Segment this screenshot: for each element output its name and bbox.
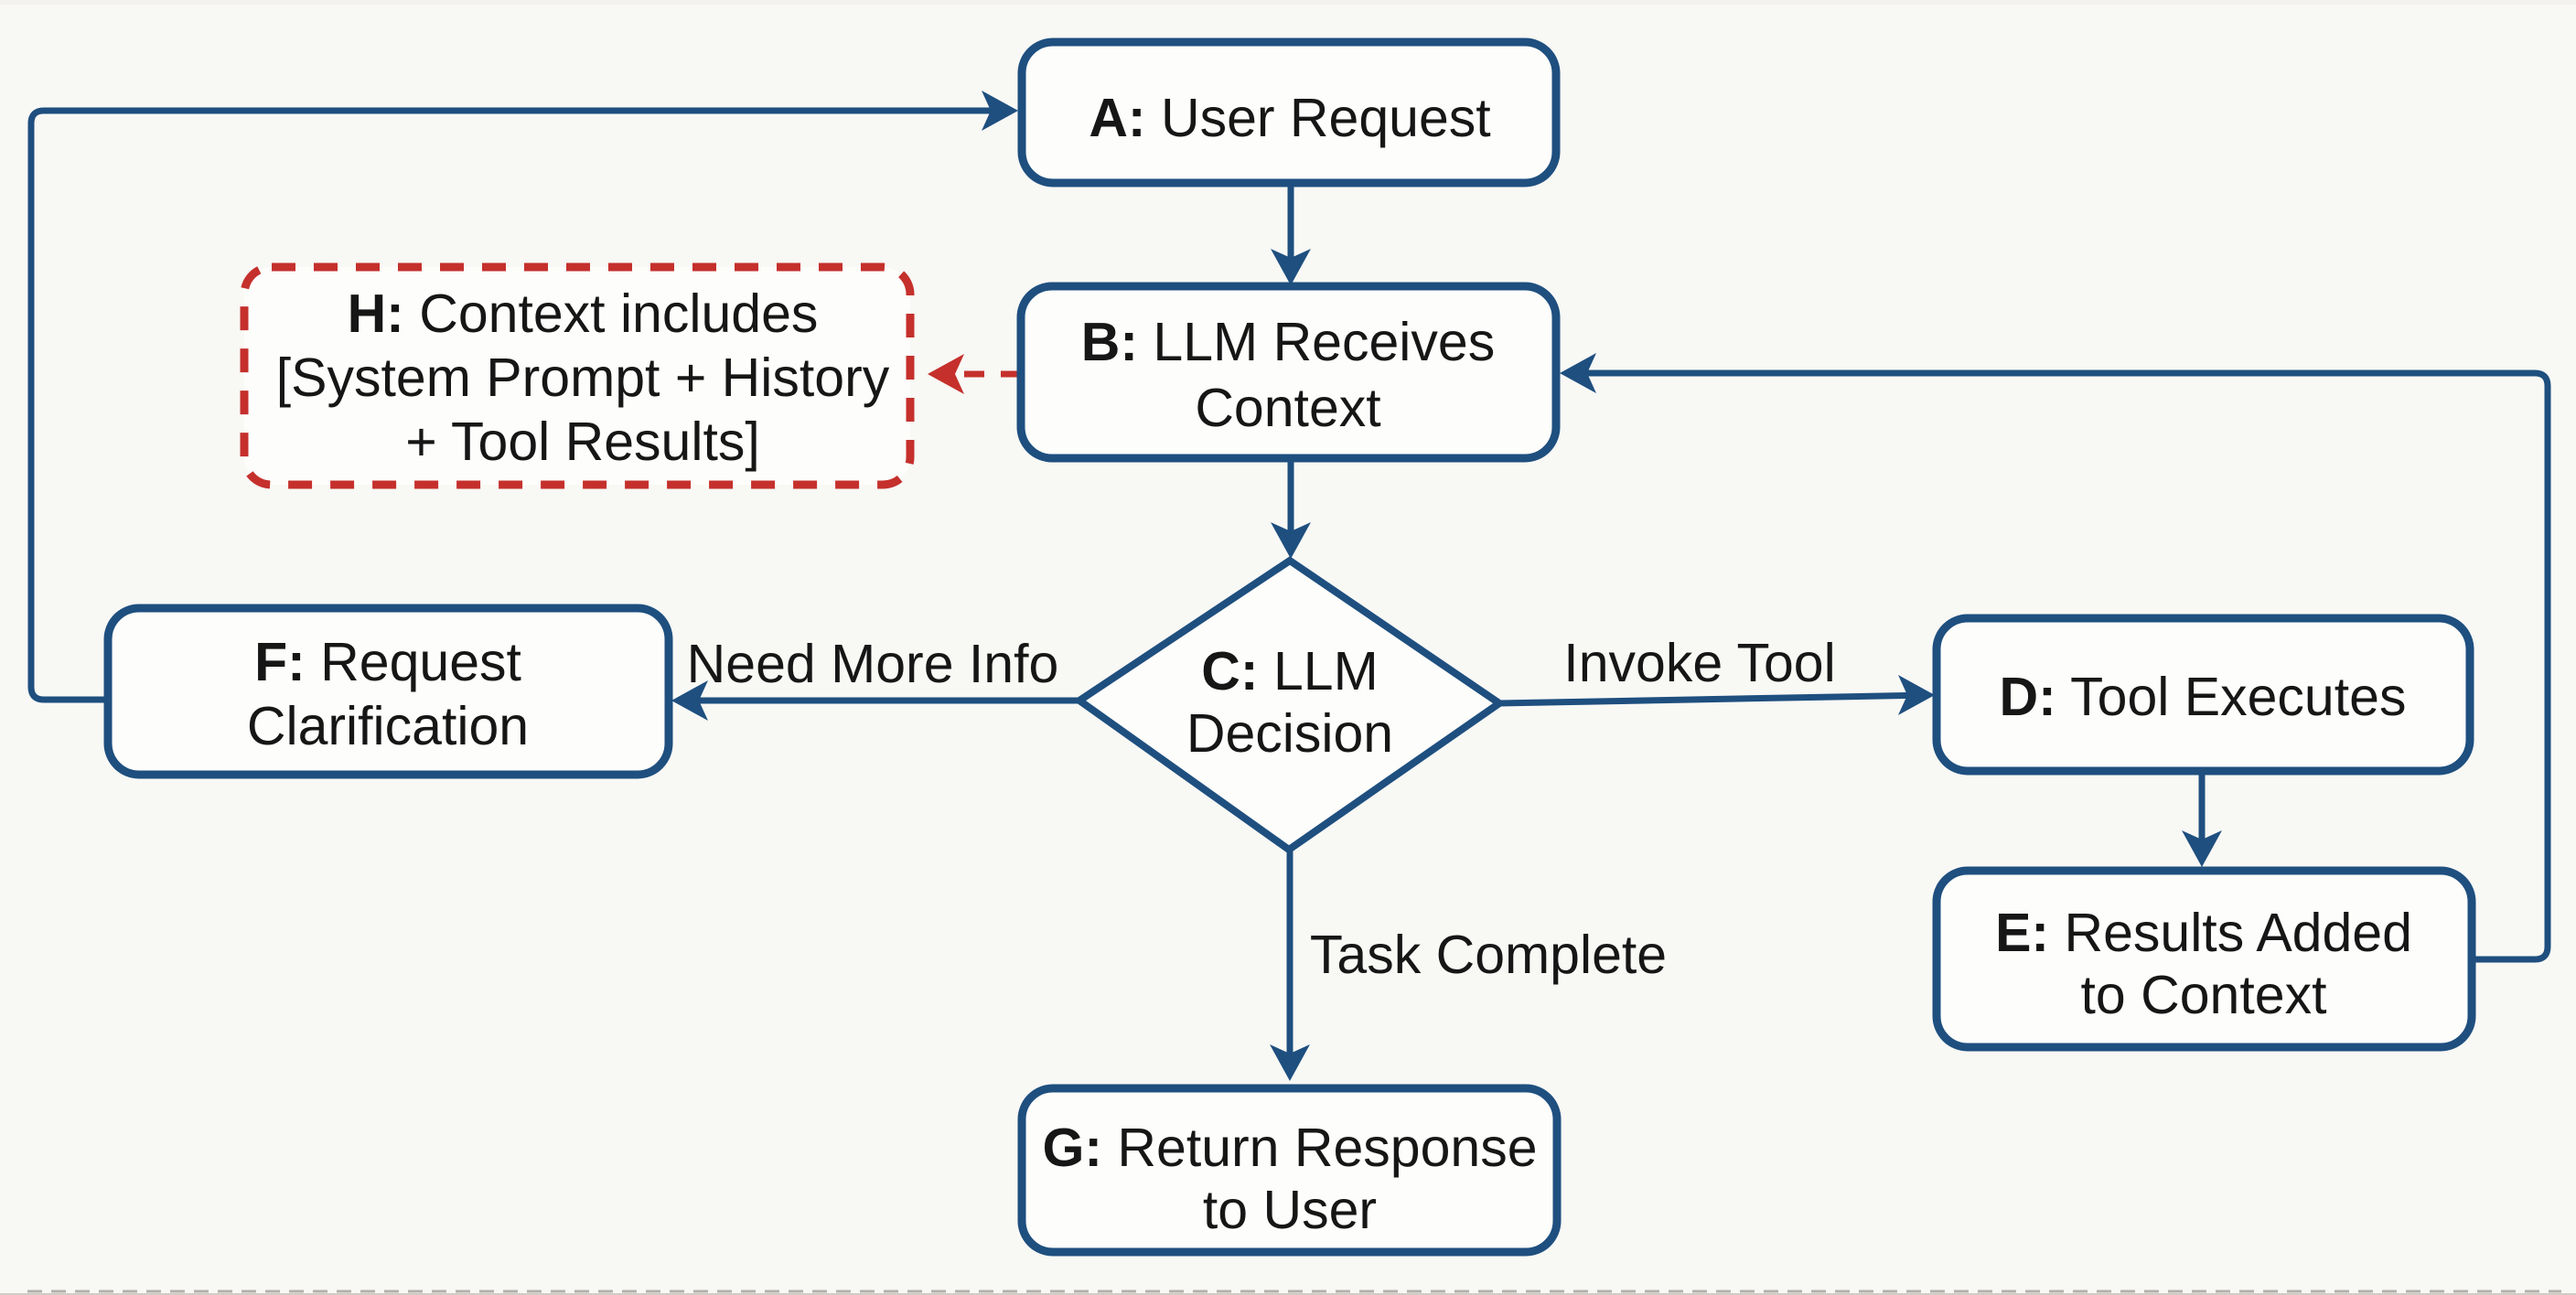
svg-text:A: User Request: A: User Request bbox=[1089, 88, 1490, 148]
svg-text:Task Complete: Task Complete bbox=[1310, 925, 1667, 985]
svg-text:Clarification: Clarification bbox=[247, 696, 529, 756]
svg-text:B: LLM Receives: B: LLM Receives bbox=[1081, 312, 1495, 372]
svg-text:Need More Info: Need More Info bbox=[687, 634, 1059, 694]
svg-text:G: Return Response: G: Return Response bbox=[1042, 1118, 1537, 1178]
svg-text:E: Results Added: E: Results Added bbox=[1995, 903, 2412, 963]
svg-text:Decision: Decision bbox=[1186, 703, 1393, 764]
svg-text:+ Tool Results]: + Tool Results] bbox=[405, 412, 760, 472]
svg-text:to User: to User bbox=[1203, 1180, 1377, 1240]
svg-text:F: Request: F: Request bbox=[254, 632, 521, 692]
svg-text:to Context: to Context bbox=[2081, 965, 2327, 1025]
svg-text:[System Prompt + History: [System Prompt + History bbox=[276, 348, 890, 408]
svg-text:H: Context includes: H: Context includes bbox=[348, 284, 819, 344]
svg-text:D: Tool Executes: D: Tool Executes bbox=[2000, 667, 2407, 727]
svg-text:Invoke Tool: Invoke Tool bbox=[1563, 633, 1835, 693]
svg-text:Context: Context bbox=[1195, 378, 1380, 438]
svg-text:C: LLM: C: LLM bbox=[1201, 641, 1378, 701]
